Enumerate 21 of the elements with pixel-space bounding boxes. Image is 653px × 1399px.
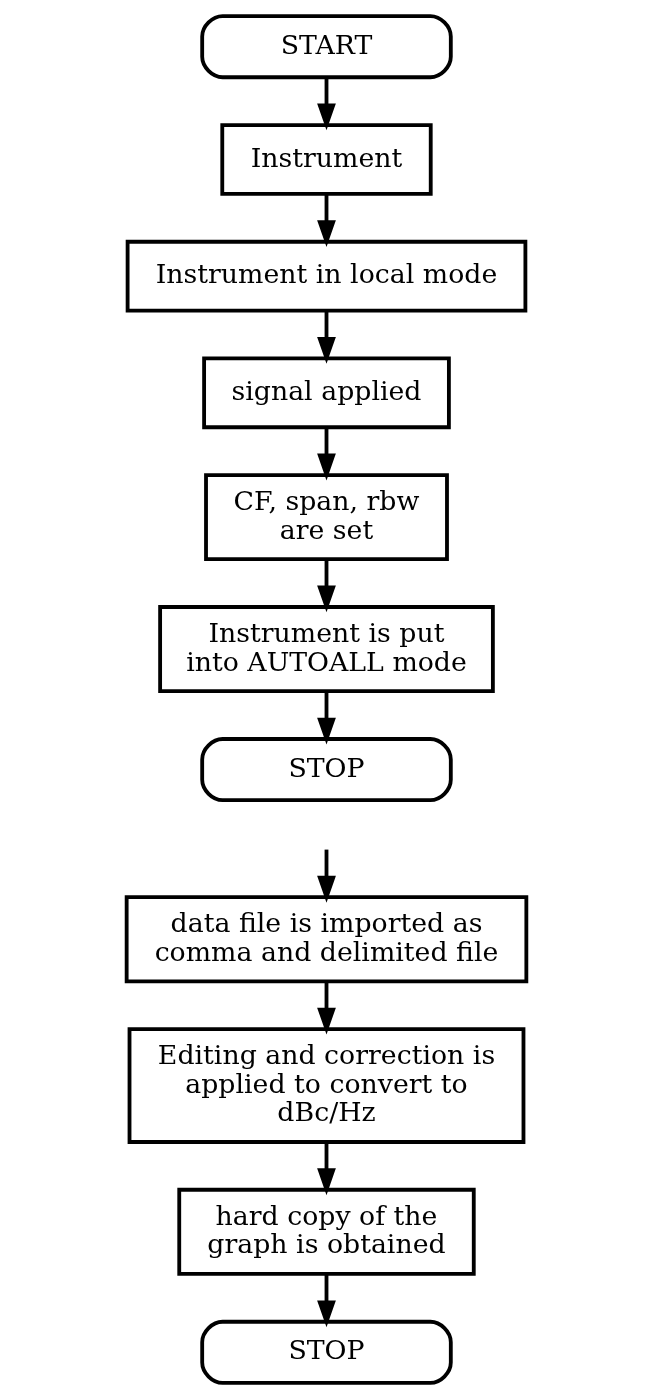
node-box: Editing and correction is applied to convert to dBc/Hz (127, 1027, 526, 1144)
arrow (317, 559, 336, 613)
node-box: data file is imported as comma and delimited file (124, 895, 529, 984)
arrow (317, 849, 336, 903)
arrow (317, 77, 336, 131)
arrow (317, 427, 336, 481)
arrow (317, 981, 336, 1035)
node-box: START (200, 14, 453, 80)
node-box: Instrument is put into AUTOALL mode (158, 605, 495, 694)
arrow (317, 194, 336, 248)
arrow (317, 310, 336, 364)
node-box: CF, span, rbw are set (204, 473, 449, 562)
node-box: STOP (200, 737, 453, 803)
node-box: hard copy of the graph is obtained (177, 1187, 476, 1276)
arrow (317, 691, 336, 745)
node-box: Instrument in local mode (125, 239, 528, 313)
node-box: signal applied (202, 356, 451, 430)
arrow (317, 1274, 336, 1328)
node-box: Instrument (220, 123, 433, 196)
node-box: STOP (200, 1319, 453, 1385)
arrow (317, 1142, 336, 1196)
